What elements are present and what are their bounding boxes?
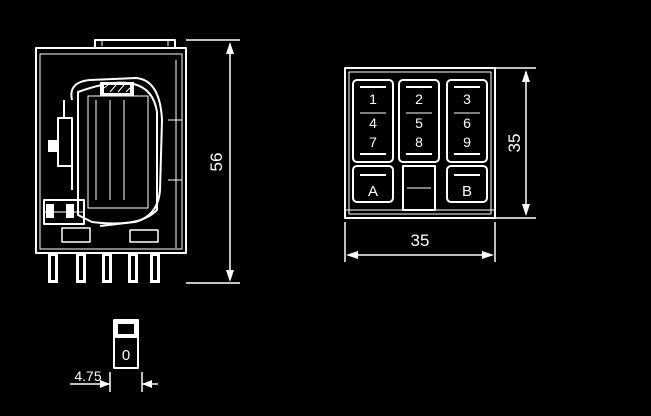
side-view (35, 39, 187, 283)
height-label-35: 35 (505, 134, 524, 153)
pin-detail (113, 319, 139, 369)
top-housing (344, 67, 496, 219)
pin-window-center (398, 79, 440, 163)
height-dimension-56 (186, 39, 240, 284)
pin-label-4: 4 (369, 115, 377, 131)
coil-label-b: B (462, 183, 472, 200)
top-cap (94, 39, 176, 48)
pin-label-3: 3 (463, 91, 471, 107)
pin-window-right (446, 79, 488, 163)
width-dimension-35 (344, 222, 496, 262)
pin-detail-label: 0 (122, 347, 130, 364)
height-dimension-35 (495, 67, 536, 219)
pin-label-2: 2 (415, 91, 423, 107)
coil-label-a: A (368, 183, 378, 200)
pin-label-8: 8 (415, 134, 423, 150)
coil-window-a (352, 165, 394, 203)
pin-label-7: 7 (369, 134, 377, 150)
pitch-label: 4.75 (74, 368, 101, 384)
side-housing-inner (39, 53, 183, 250)
top-view (344, 67, 496, 219)
pin-label-5: 5 (415, 115, 423, 131)
pin-label-9: 9 (463, 134, 471, 150)
width-label-35: 35 (411, 231, 430, 250)
side-terminal-pins (48, 253, 160, 283)
pin-label-1: 1 (369, 91, 377, 107)
pin-label-6: 6 (463, 115, 471, 131)
pin-window-left (352, 79, 394, 163)
coil-window-b (446, 165, 488, 203)
coil-body (77, 81, 158, 225)
height-label-56: 56 (207, 153, 226, 172)
pitch-dimension (70, 372, 158, 392)
